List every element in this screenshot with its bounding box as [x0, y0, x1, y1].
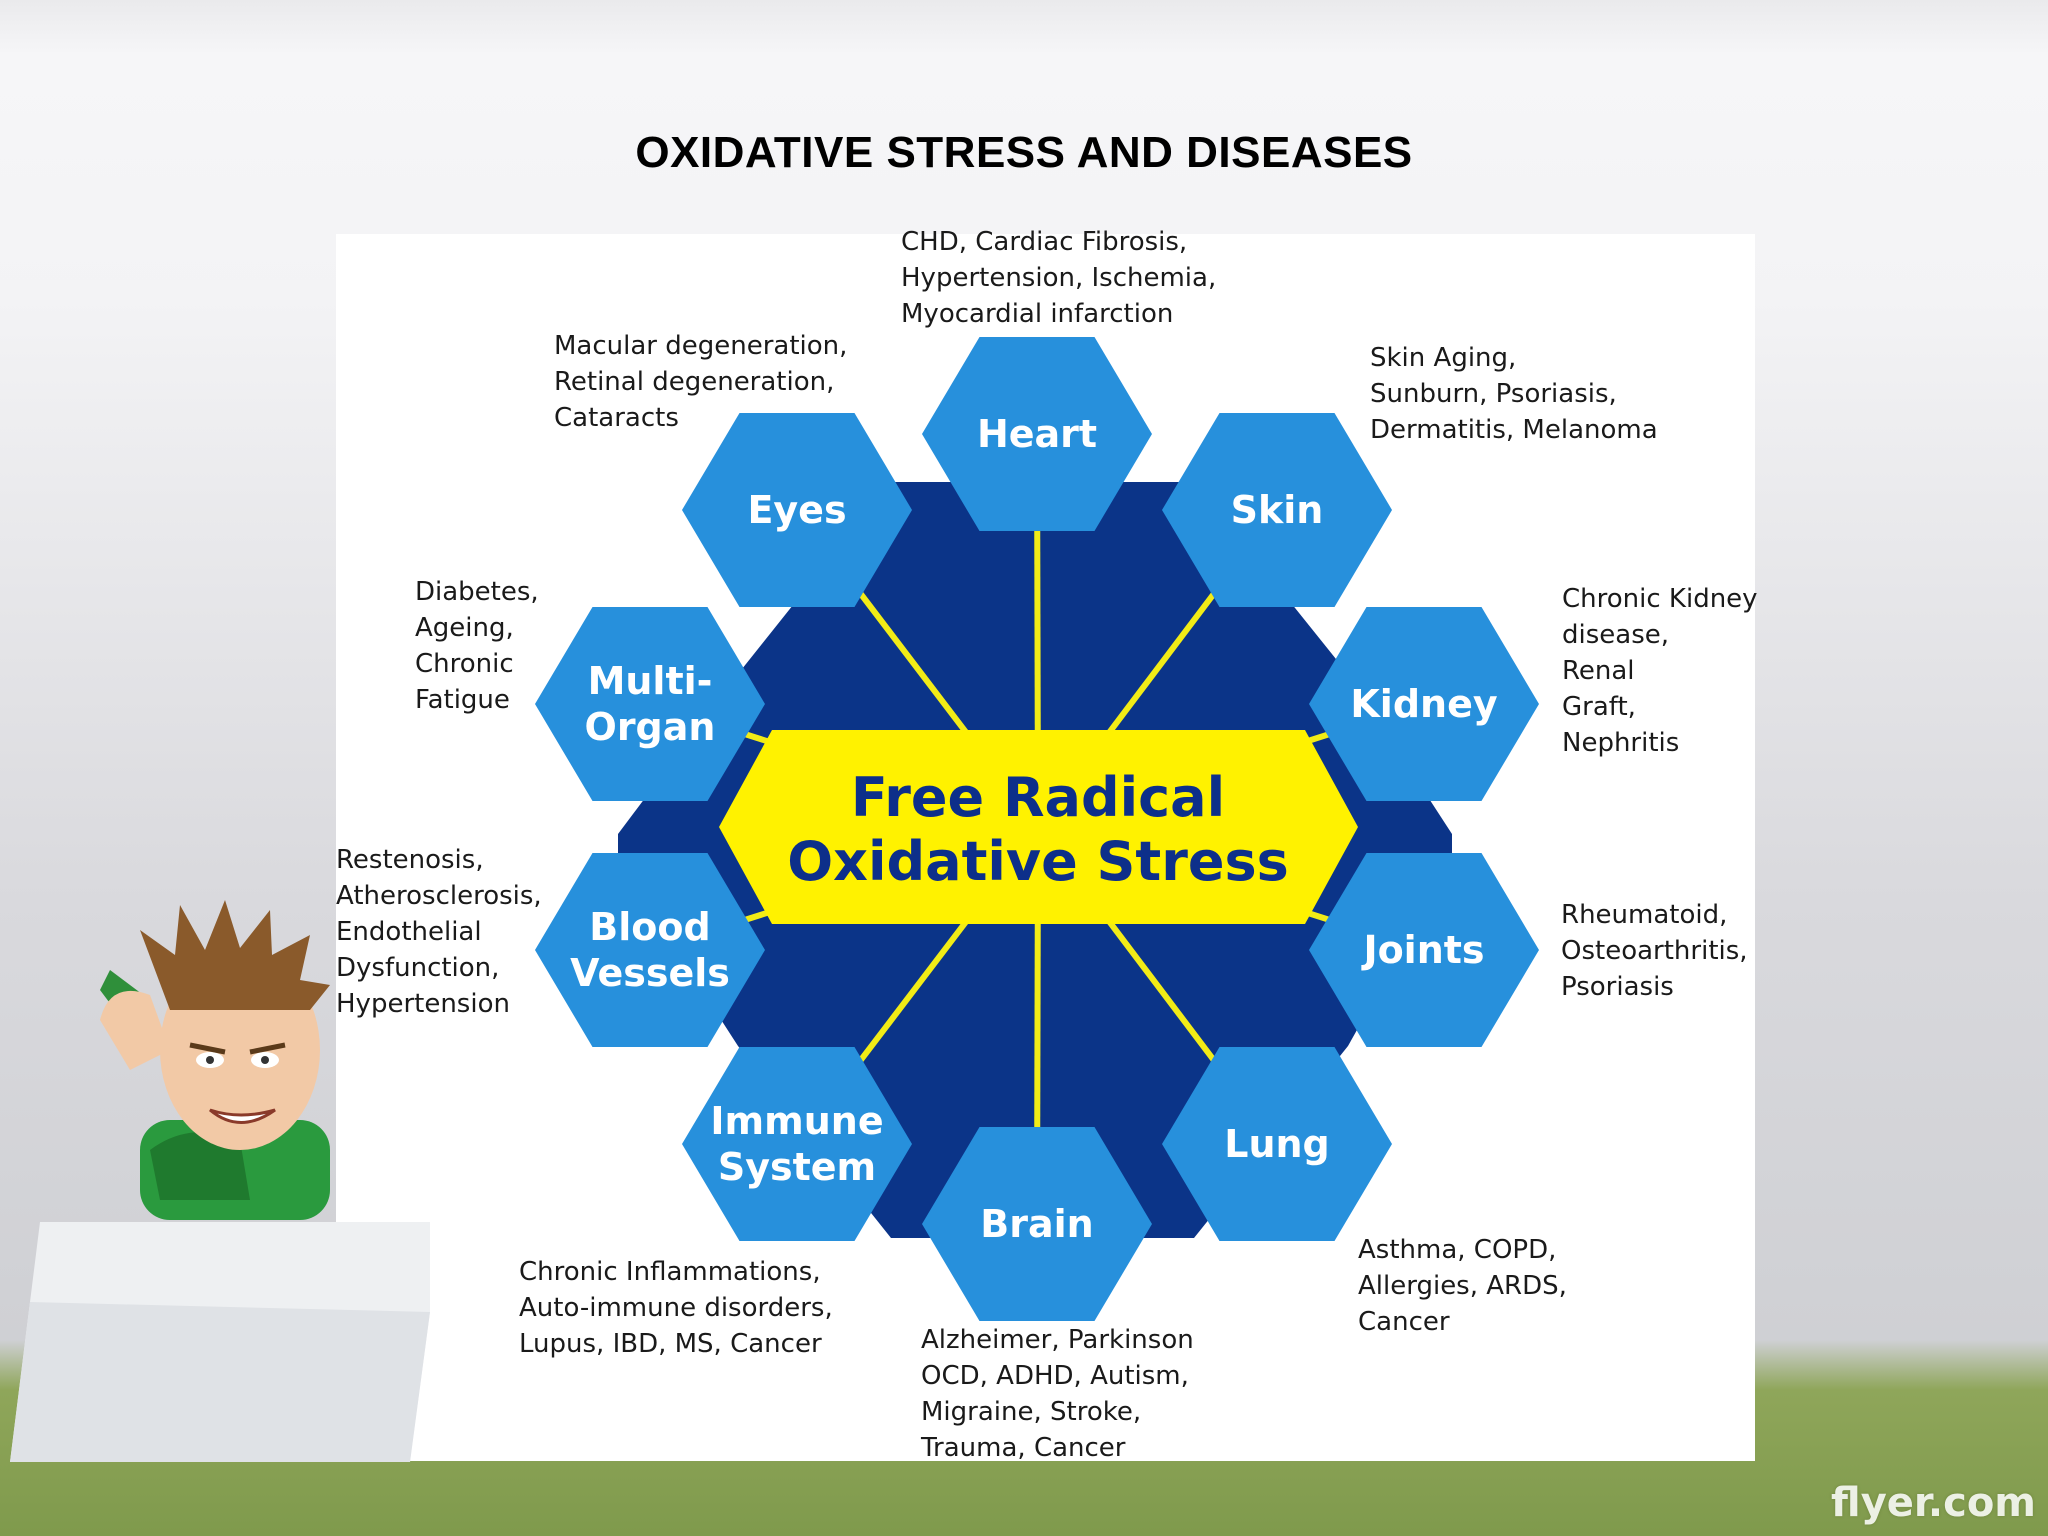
- hexagon-shape-kidney: [1309, 607, 1539, 801]
- hexagon-label-joints: Joints: [1360, 928, 1484, 972]
- hexagon-label-heart: Heart: [977, 412, 1097, 456]
- hexagon-eyes: Eyes: [682, 413, 912, 607]
- blood-vessels-diseases: Restenosis, Atherosclerosis, Endothelial…: [336, 845, 542, 1019]
- hexagon-label-skin: Skin: [1231, 488, 1324, 532]
- hexagon-shape-heart: [922, 337, 1152, 531]
- hexagon-shape-brain: [922, 1127, 1152, 1321]
- skin-diseases: Skin Aging, Sunburn, Psoriasis, Dermatit…: [1370, 343, 1658, 445]
- center-label-line2: Oxidative Stress: [787, 830, 1289, 893]
- watermark: flyer.com: [1831, 1480, 2036, 1526]
- hexagon-shape-immune-system: [682, 1047, 912, 1241]
- center-label-line1: Free Radical: [851, 766, 1225, 829]
- hexagon-label-immune-system: System: [718, 1145, 876, 1189]
- lung-diseases: Asthma, COPD, Allergies, ARDS, Cancer: [1358, 1235, 1567, 1337]
- multi-organ-diseases: Diabetes, Ageing, Chronic Fatigue: [415, 577, 539, 715]
- hexagon-shape-joints: [1309, 853, 1539, 1047]
- hexagon-multi-organ: Multi-Organ: [535, 607, 765, 801]
- brain-diseases: Alzheimer, Parkinson OCD, ADHD, Autism, …: [921, 1325, 1194, 1463]
- center-hexagon: [719, 730, 1358, 924]
- hexagon-heart: Heart: [922, 337, 1152, 531]
- slide-title: OXIDATIVE STRESS AND DISEASES: [635, 128, 1413, 177]
- hexagon-kidney: Kidney: [1309, 607, 1539, 801]
- oxidative-stress-diagram: Free Radical Oxidative Stress HeartSkinK…: [535, 337, 1539, 1321]
- hexagon-lung: Lung: [1162, 1047, 1392, 1241]
- hexagon-label-kidney: Kidney: [1350, 682, 1497, 726]
- hexagon-shape-blood-vessels: [535, 853, 765, 1047]
- hexagon-shape-multi-organ: [535, 607, 765, 801]
- hexagon-shape-eyes: [682, 413, 912, 607]
- hexagon-label-blood-vessels: Blood: [589, 905, 710, 949]
- hexagon-brain: Brain: [922, 1127, 1152, 1321]
- hexagon-joints: Joints: [1309, 853, 1539, 1047]
- hexagon-shape-lung: [1162, 1047, 1392, 1241]
- immune-system-diseases: Chronic Inflammations, Auto-immune disor…: [519, 1257, 833, 1359]
- hexagon-label-blood-vessels: Vessels: [570, 951, 730, 995]
- hexagon-skin: Skin: [1162, 413, 1392, 607]
- hexagon-label-multi-organ: Organ: [585, 705, 716, 749]
- heart-diseases: CHD, Cardiac Fibrosis, Hypertension, Isc…: [901, 227, 1217, 329]
- cartoon-character-illustration: [100, 900, 330, 1220]
- hexagon-label-lung: Lung: [1224, 1122, 1330, 1166]
- hexagon-label-eyes: Eyes: [747, 488, 846, 532]
- hexagon-shape-skin: [1162, 413, 1392, 607]
- eyes-diseases: Macular degeneration, Retinal degenerati…: [554, 331, 848, 433]
- hexagon-label-immune-system: Immune: [710, 1099, 883, 1143]
- desk-illustration: [10, 1222, 430, 1462]
- kidney-diseases: Chronic Kidney disease, Renal Graft, Nep…: [1562, 584, 1758, 758]
- joints-diseases: Rheumatoid, Osteoarthritis, Psoriasis: [1561, 900, 1748, 1002]
- hexagon-label-multi-organ: Multi-: [588, 659, 713, 703]
- hexagon-label-brain: Brain: [980, 1202, 1093, 1246]
